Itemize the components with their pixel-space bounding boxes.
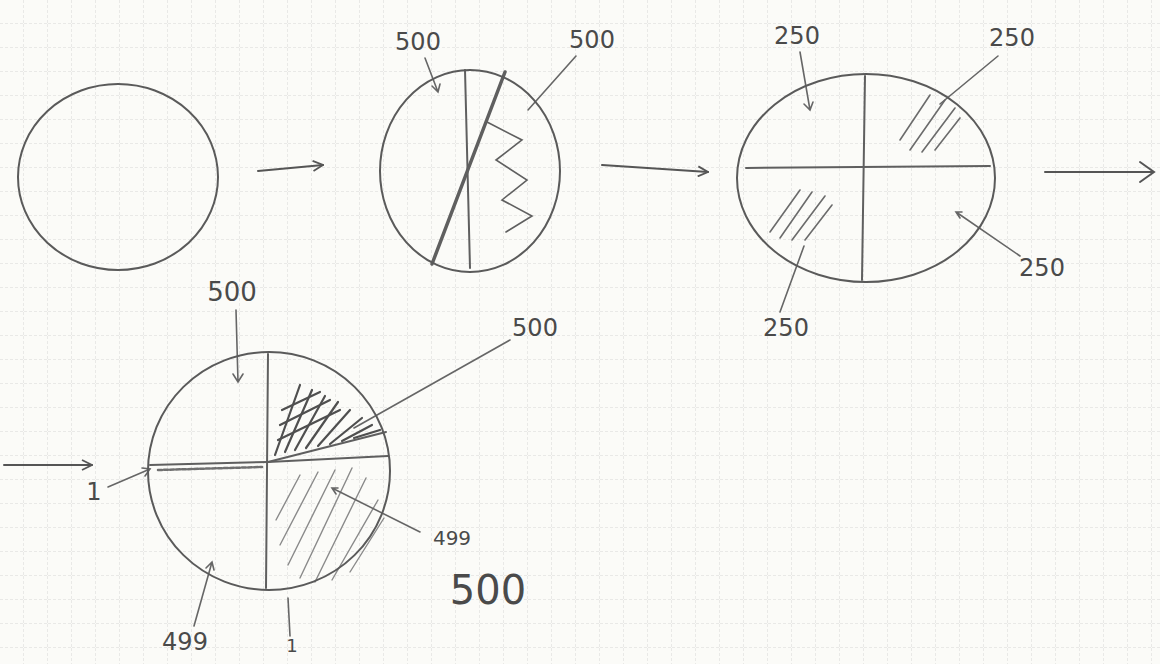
pie-circle: 250250250250 <box>735 72 997 284</box>
slice-value: 1 <box>84 479 103 505</box>
slice-value: 500 <box>510 315 560 341</box>
slice-value: 499 <box>160 629 210 655</box>
circle-outline <box>737 74 995 282</box>
slice-lines <box>150 70 990 588</box>
circle-outline <box>146 350 392 592</box>
slice-value: 500 <box>205 278 259 306</box>
circle-outline <box>735 72 997 284</box>
slice-value: 250 <box>987 25 1037 51</box>
slice-value: 500 <box>567 27 617 53</box>
flow-arrow <box>602 165 708 172</box>
slice-value: 500 <box>448 569 528 611</box>
slice-value: 500 <box>393 29 443 55</box>
flow-arrow <box>258 165 323 171</box>
slice-value: 250 <box>1017 255 1067 281</box>
pie-circle: 500500 <box>378 68 562 274</box>
slice-value: 250 <box>772 23 822 49</box>
circle-outline <box>18 84 218 270</box>
circle-outline <box>380 70 560 272</box>
slice-value: 1 <box>284 636 299 656</box>
slice-value: 499 <box>431 527 473 549</box>
leader-lines <box>108 52 1020 636</box>
pie-circle: 50050014994995001 <box>146 350 392 592</box>
circle-outline <box>16 82 220 272</box>
slice-value: 250 <box>761 315 811 341</box>
circle-outline <box>148 352 390 590</box>
pie-circle <box>16 82 220 272</box>
flow-arrow <box>4 172 1153 465</box>
circle-outline <box>378 68 562 274</box>
